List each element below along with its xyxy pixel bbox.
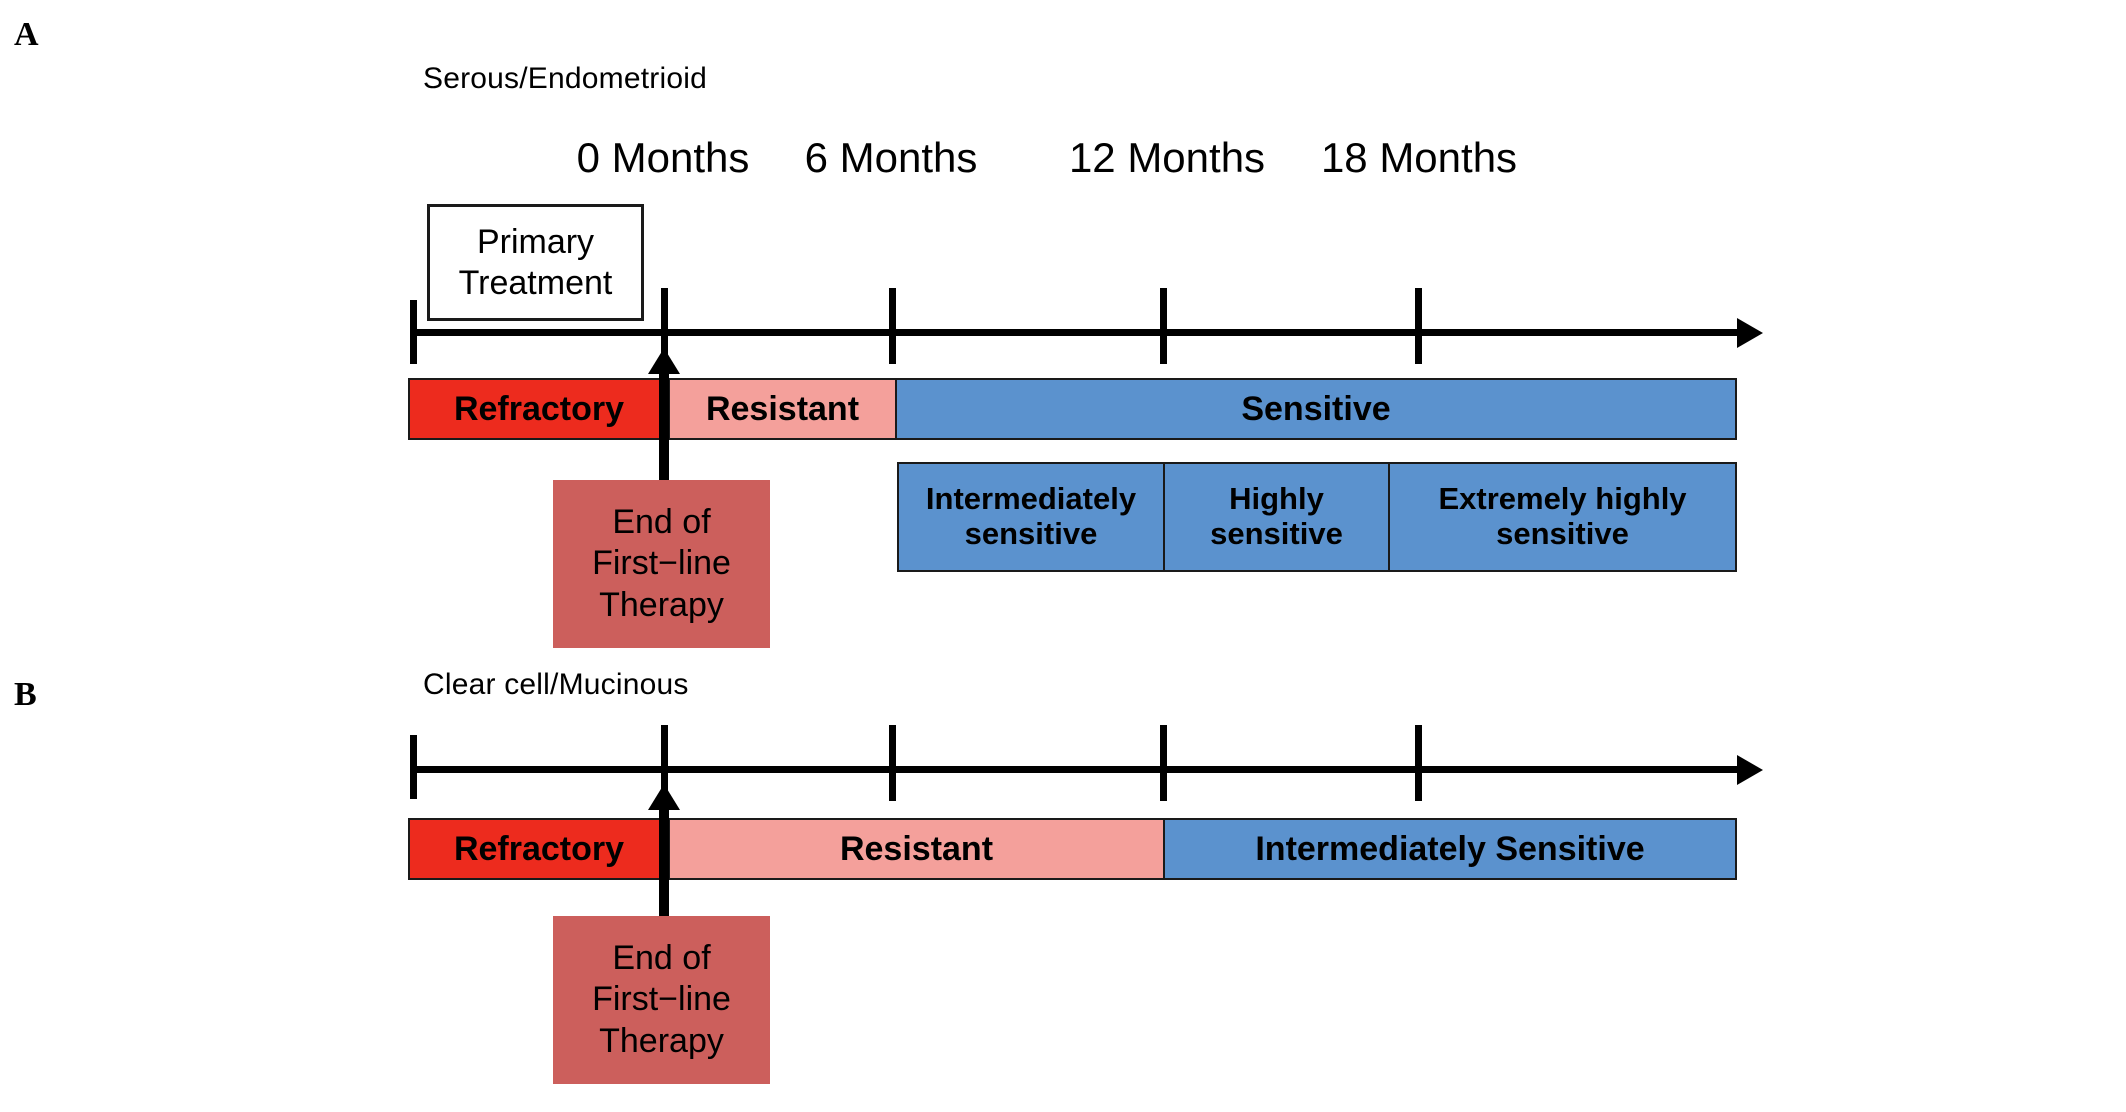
month-label-6: 6 Months bbox=[804, 134, 978, 181]
subbar-highly-line1: Highly bbox=[1229, 481, 1324, 517]
panel-a-eot-line3: Therapy bbox=[599, 585, 724, 624]
panel-a-bar-sensitive: Sensitive bbox=[895, 378, 1737, 440]
panel-a-bar-resistant: Resistant bbox=[668, 378, 897, 440]
panel-a-axis-arrowhead bbox=[1737, 318, 1763, 348]
panel-a-tick-6 bbox=[889, 288, 896, 364]
panel-b-bar-refractory: Refractory bbox=[408, 818, 670, 880]
panel-b-eot-arrow-head bbox=[648, 784, 680, 810]
panel-b-tick-0 bbox=[661, 725, 668, 801]
panel-a-eot-line2: First−line bbox=[592, 544, 731, 583]
subbar-intermediately-line1: Intermediately bbox=[925, 481, 1137, 517]
subbar-extremely-line1: Extremely highly bbox=[1438, 481, 1687, 517]
primary-treatment-line2: Treatment bbox=[458, 263, 613, 302]
panel-a-end-of-therapy-box: End of First−line Therapy bbox=[553, 480, 770, 648]
panel-b-bar-resistant: Resistant bbox=[668, 818, 1165, 880]
primary-treatment-box: Primary Treatment bbox=[427, 204, 644, 321]
month-label-12: 12 Months bbox=[1068, 134, 1266, 181]
panel-a-axis-line bbox=[410, 329, 1742, 336]
month-label-0: 0 Months bbox=[576, 134, 750, 181]
panel-b-end-of-therapy-box: End of First−line Therapy bbox=[553, 916, 770, 1084]
panel-b-tick-6 bbox=[889, 725, 896, 801]
panel-a-tick-12 bbox=[1160, 288, 1167, 364]
subbar-highly-line2: sensitive bbox=[1210, 516, 1343, 551]
panel-b-axis-arrowhead bbox=[1737, 755, 1763, 785]
panel-a-subbar-intermediately-sensitive: Intermediately sensitive bbox=[897, 462, 1165, 572]
panel-b-tick-12 bbox=[1160, 725, 1167, 801]
primary-treatment-line1: Primary bbox=[476, 223, 595, 262]
panel-a-eot-line1: End of bbox=[612, 502, 711, 541]
panel-a-tick-start bbox=[410, 300, 417, 364]
panel-a-tick-18 bbox=[1415, 288, 1422, 364]
panel-a-caption: Serous/Endometrioid bbox=[423, 62, 707, 95]
panel-letter-a: A bbox=[14, 16, 39, 53]
panel-a-eot-arrow-head bbox=[648, 348, 680, 374]
subbar-intermediately-line2: sensitive bbox=[964, 516, 1098, 551]
panel-b-axis-line bbox=[410, 766, 1742, 773]
panel-b-caption: Clear cell/Mucinous bbox=[423, 668, 689, 701]
month-label-18: 18 Months bbox=[1320, 134, 1518, 181]
panel-b-eot-line3: Therapy bbox=[599, 1021, 724, 1060]
panel-letter-b: B bbox=[14, 676, 37, 713]
panel-a-tick-0 bbox=[661, 288, 668, 364]
panel-a-subbar-extremely-highly-sensitive: Extremely highly sensitive bbox=[1388, 462, 1737, 572]
panel-b-eot-line1: End of bbox=[612, 938, 711, 977]
subbar-extremely-line2: sensitive bbox=[1496, 516, 1629, 551]
panel-b-tick-18 bbox=[1415, 725, 1422, 801]
panel-a-bar-refractory: Refractory bbox=[408, 378, 670, 440]
panel-b-bar-intermediately-sensitive: Intermediately Sensitive bbox=[1163, 818, 1737, 880]
panel-b-eot-line2: First−line bbox=[592, 980, 731, 1019]
panel-b-tick-start bbox=[410, 735, 417, 799]
panel-a-subbar-highly-sensitive: Highly sensitive bbox=[1163, 462, 1390, 572]
